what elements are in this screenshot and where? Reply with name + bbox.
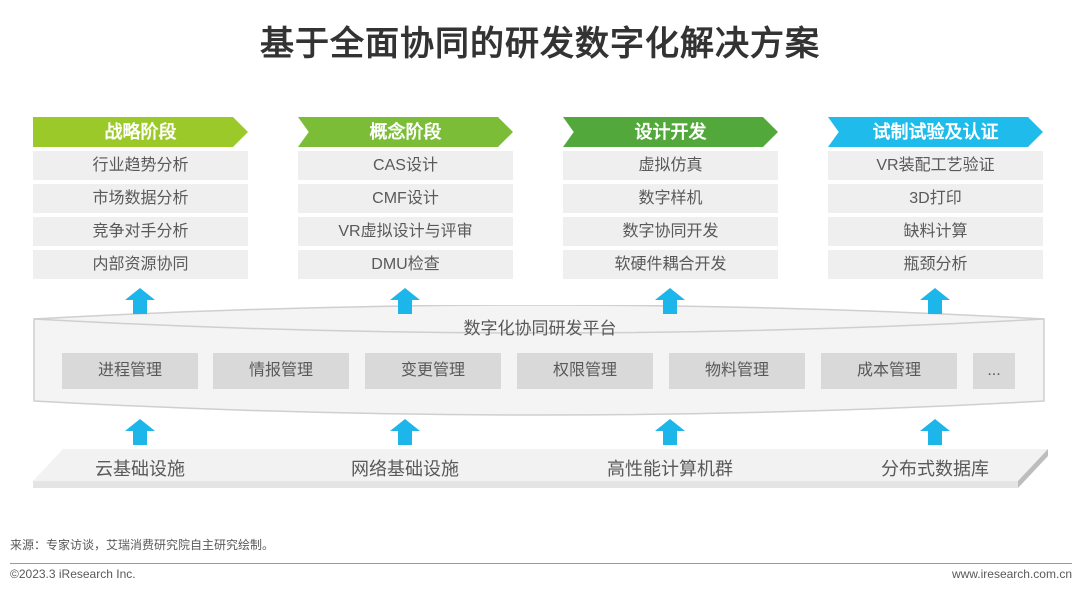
up-arrow-icon [125, 288, 155, 314]
up-arrow-icon [655, 288, 685, 314]
footer-divider [10, 563, 1072, 564]
stage-item: VR装配工艺验证 [828, 151, 1043, 180]
infrastructure-item: 网络基础设施 [351, 459, 459, 479]
infrastructure-item: 云基础设施 [95, 459, 185, 479]
stage-header: 试制试验及认证 [828, 117, 1043, 147]
up-arrow-icon [125, 419, 155, 445]
stage-item: 内部资源协同 [33, 250, 248, 279]
stage-item: 竞争对手分析 [33, 217, 248, 246]
stage-item: 数字协同开发 [563, 217, 778, 246]
stage-item: 行业趋势分析 [33, 151, 248, 180]
up-arrow-icon [920, 288, 950, 314]
stage-item: 市场数据分析 [33, 184, 248, 213]
platform-module: 变更管理 [365, 353, 501, 389]
stage-item: 3D打印 [828, 184, 1043, 213]
up-arrow-icon [655, 419, 685, 445]
up-arrow-icon [390, 288, 420, 314]
page-title: 基于全面协同的研发数字化解决方案 [260, 25, 820, 63]
platform-module: 进程管理 [62, 353, 198, 389]
stage-header: 概念阶段 [298, 117, 513, 147]
copyright: ©2023.3 iResearch Inc. [10, 567, 136, 581]
stage-item: 瓶颈分析 [828, 250, 1043, 279]
stage-item: 缺料计算 [828, 217, 1043, 246]
stage-item: CMF设计 [298, 184, 513, 213]
website-link[interactable]: www.iresearch.com.cn [951, 567, 1072, 581]
platform-module: 成本管理 [821, 353, 957, 389]
platform-module-more: ... [973, 353, 1015, 389]
platform-title: 数字化协同研发平台 [463, 319, 617, 338]
source-note: 来源：专家访谈，艾瑞消费研究院自主研究绘制。 [10, 538, 275, 552]
up-arrow-icon [920, 419, 950, 445]
stage-item: CAS设计 [298, 151, 513, 180]
stage-item: DMU检查 [298, 250, 513, 279]
stage-header: 战略阶段 [33, 117, 248, 147]
infrastructure-item: 高性能计算机群 [607, 459, 733, 479]
stage-item: 数字样机 [563, 184, 778, 213]
platform-module: 情报管理 [213, 353, 349, 389]
stage-column-trial: 试制试验及认证 VR装配工艺验证 3D打印 缺料计算 瓶颈分析 [828, 117, 1043, 279]
up-arrow-icon [390, 419, 420, 445]
stage-column-concept: 概念阶段 CAS设计 CMF设计 VR虚拟设计与评审 DMU检查 [298, 117, 513, 279]
platform-module: 物料管理 [669, 353, 805, 389]
infrastructure-platform [33, 449, 1048, 488]
stage-column-design: 设计开发 虚拟仿真 数字样机 数字协同开发 软硬件耦合开发 [563, 117, 778, 279]
stage-item: VR虚拟设计与评审 [298, 217, 513, 246]
stage-header: 设计开发 [563, 117, 778, 147]
stage-item: 软硬件耦合开发 [563, 250, 778, 279]
platform-module: 权限管理 [517, 353, 653, 389]
stage-column-strategy: 战略阶段 行业趋势分析 市场数据分析 竞争对手分析 内部资源协同 [33, 117, 248, 279]
stage-item: 虚拟仿真 [563, 151, 778, 180]
infrastructure-item: 分布式数据库 [881, 459, 989, 479]
